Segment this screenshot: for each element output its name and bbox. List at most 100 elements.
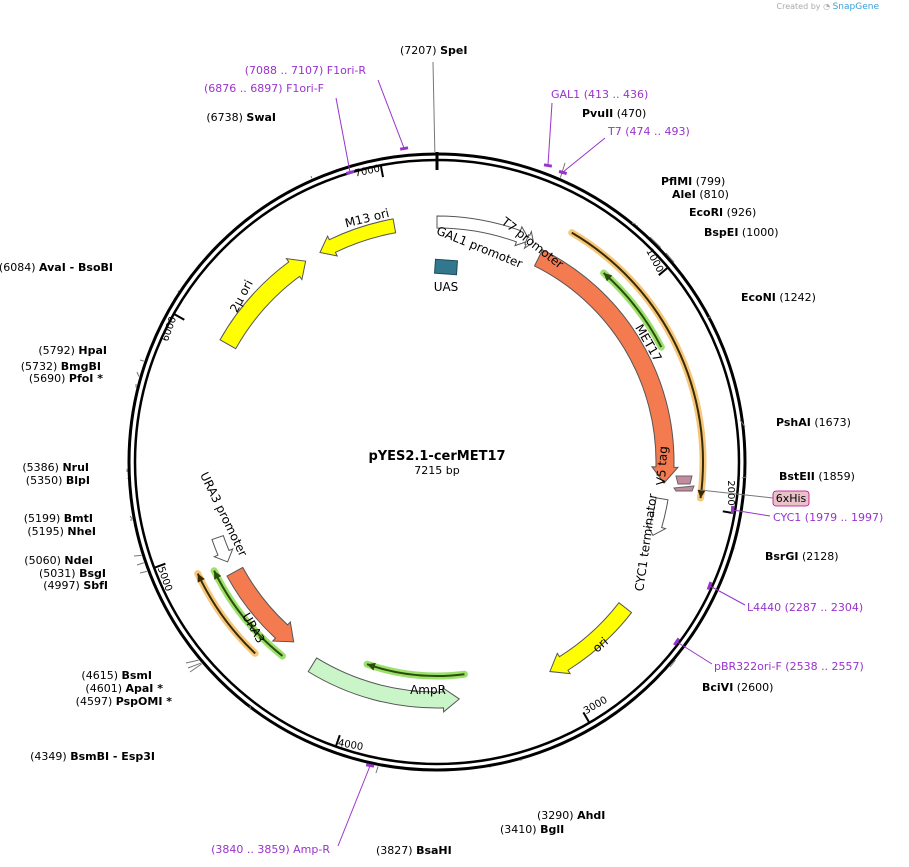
primer-site bbox=[345, 170, 355, 175]
feature-ori bbox=[549, 602, 633, 675]
primer-text: CYC1 bbox=[773, 511, 805, 524]
primer-text: GAL1 bbox=[551, 88, 584, 101]
primer-text: (1979 .. 1997) bbox=[805, 511, 884, 524]
orf-ura3-outer bbox=[196, 573, 256, 655]
enzyme-position: (6738) bbox=[206, 111, 243, 124]
enzyme-leader bbox=[177, 290, 180, 293]
enzyme-label: BstEII (1859) bbox=[779, 470, 855, 483]
primer-text: (2287 .. 2304) bbox=[785, 601, 864, 614]
enzyme-name: BsmI bbox=[122, 669, 153, 682]
enzyme-position: (810) bbox=[699, 188, 729, 201]
enzyme-leader bbox=[187, 662, 202, 669]
enzyme-label: (5060) NdeI bbox=[24, 554, 93, 567]
enzyme-name: NdeI bbox=[64, 554, 93, 567]
enzyme-name: BsmBI bbox=[70, 750, 109, 763]
enzyme-leader bbox=[649, 236, 662, 248]
enzyme-label: (5690) PfoI * bbox=[29, 372, 103, 385]
primer-leader bbox=[709, 585, 746, 606]
enzyme-position: (1673) bbox=[814, 416, 851, 429]
primer-site bbox=[558, 169, 568, 176]
orf-ura3-inner-head bbox=[214, 570, 222, 580]
enzyme-label: PflMI (799) bbox=[661, 175, 725, 188]
enzyme-name: SbfI bbox=[83, 579, 108, 592]
enzyme-label: (3410) BglI bbox=[500, 823, 564, 836]
orf-ampr-head bbox=[367, 662, 376, 671]
feature-layer bbox=[194, 215, 707, 713]
enzyme-name: BsaHI bbox=[416, 844, 452, 857]
enzyme-label: (4997) SbfI bbox=[43, 579, 108, 592]
enzyme-name: SpeI bbox=[440, 44, 467, 57]
enzyme-leader bbox=[139, 359, 145, 362]
feature-uas bbox=[434, 258, 458, 276]
primer-leader bbox=[732, 509, 771, 517]
tick-mark bbox=[334, 734, 341, 747]
primer-text: (474 .. 493) bbox=[625, 125, 690, 138]
tick-mark bbox=[173, 312, 185, 321]
primer-leader bbox=[547, 102, 553, 166]
primer-site bbox=[706, 581, 713, 591]
enzyme-name: BstEII bbox=[779, 470, 815, 483]
primer-text: L4440 bbox=[747, 601, 785, 614]
tick-mark bbox=[153, 562, 166, 569]
enzyme-label: (7207) SpeI bbox=[400, 44, 467, 57]
enzyme-name: SwaI bbox=[246, 111, 276, 124]
primer-text: (7088 .. 7107) bbox=[245, 64, 327, 77]
enzyme-label: (6084) AvaI - BsoBI bbox=[0, 261, 113, 274]
feature-ura3-promoter bbox=[211, 535, 234, 563]
enzyme-leader bbox=[375, 766, 379, 774]
feature-met17 bbox=[533, 249, 680, 484]
enzyme-leader bbox=[310, 175, 313, 179]
feature-cyc1-terminator bbox=[645, 497, 669, 537]
snapgene-credit: Created by ◔ SnapGene bbox=[776, 2, 880, 12]
enzyme-label: (5792) HpaI bbox=[38, 344, 107, 357]
primer-site bbox=[365, 763, 375, 768]
orf-ura3-outer-head bbox=[197, 573, 205, 583]
primer-label: (3840 .. 3859) Amp-R bbox=[211, 843, 330, 856]
enzyme-position: (4615) bbox=[81, 669, 118, 682]
primer-text: pBR322ori-F bbox=[714, 660, 785, 673]
enzyme-position: (5031) bbox=[39, 567, 76, 580]
feature-gal1-promoter bbox=[436, 215, 531, 247]
enzyme-name: BmtI bbox=[64, 512, 93, 525]
enzyme-leader bbox=[432, 61, 436, 153]
enzyme-name: BmgBI bbox=[61, 360, 101, 373]
plasmid-length: 7215 bp bbox=[414, 464, 459, 477]
primer-site bbox=[730, 505, 735, 515]
primer-text: F1ori-R bbox=[327, 64, 367, 77]
tick-mark bbox=[658, 266, 669, 276]
primer-label: L4440 (2287 .. 2304) bbox=[747, 601, 863, 614]
primer-site bbox=[543, 163, 553, 168]
enzyme-position: (799) bbox=[696, 175, 726, 188]
orf-ura3-inner bbox=[213, 570, 284, 657]
primer-text: Amp-R bbox=[293, 843, 330, 856]
enzyme-position: (3827) bbox=[376, 844, 413, 857]
primer-label: CYC1 (1979 .. 1997) bbox=[773, 511, 883, 524]
primer-leader bbox=[377, 79, 405, 149]
enzyme-position: (5350) bbox=[26, 474, 63, 487]
feature-t7-promoter bbox=[523, 229, 535, 250]
enzyme-position: (6084) bbox=[0, 261, 35, 274]
label-cyc1-terminator: CYC1 terminator bbox=[632, 493, 660, 592]
enzyme-leader bbox=[669, 659, 676, 668]
feature-2u-ori bbox=[219, 258, 307, 350]
enzyme-leader bbox=[136, 562, 144, 566]
enzyme-name: EcoNI bbox=[741, 291, 776, 304]
feature-ura3 bbox=[226, 566, 295, 643]
enzyme-position: (926) bbox=[727, 206, 757, 219]
enzyme-position: (5060) bbox=[24, 554, 61, 567]
enzyme-name: BlpI bbox=[66, 474, 90, 487]
enzyme-leader bbox=[739, 419, 746, 428]
orf-met17-outer bbox=[571, 231, 704, 499]
enzyme-name: PvuII bbox=[582, 107, 613, 120]
feature-m13-ori bbox=[319, 218, 397, 257]
enzyme-label: (5350) BlpI bbox=[26, 474, 90, 487]
enzyme-label: (4601) ApaI * bbox=[85, 682, 163, 695]
feature-ampr bbox=[307, 657, 461, 713]
tick-label: 4000 bbox=[337, 738, 364, 753]
feature-v5-tag bbox=[675, 475, 693, 485]
enzyme-name: AvaI bbox=[39, 261, 66, 274]
enzyme-label: EcoNI (1242) bbox=[741, 291, 816, 304]
enzyme-leader bbox=[133, 554, 142, 557]
enzyme-name: PflMI bbox=[661, 175, 692, 188]
enzyme-label: (5199) BmtI bbox=[24, 512, 93, 525]
